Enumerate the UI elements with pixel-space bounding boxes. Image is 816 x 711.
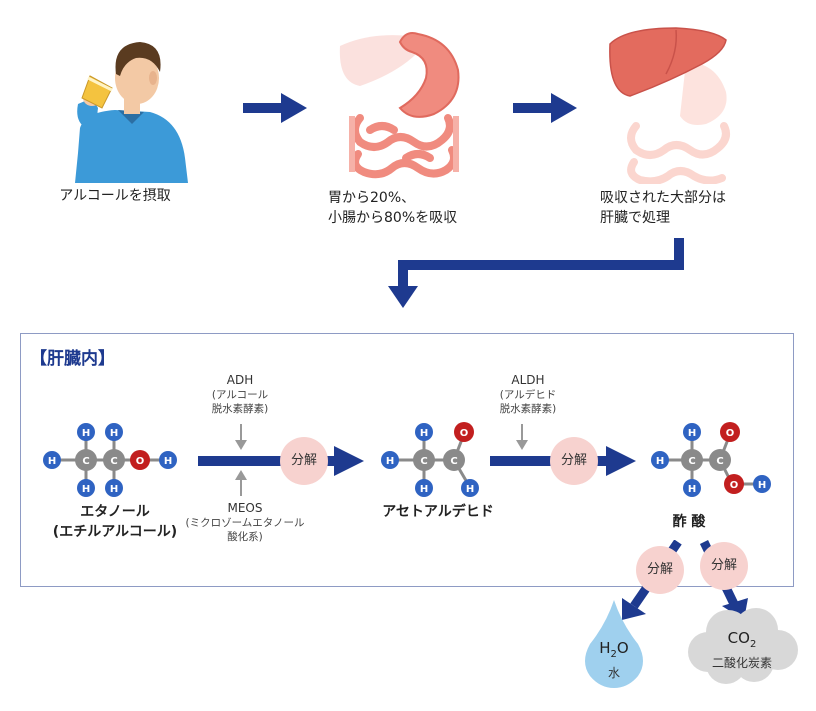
water-formula: H2O	[586, 638, 642, 665]
ethanol-label: エタノール (エチルアルコール)	[30, 502, 200, 542]
water-label: H2O 水	[586, 638, 642, 681]
acetaldehyde-label: アセトアルデヒド	[382, 504, 494, 520]
water-name: 水	[607, 666, 620, 680]
svg-text:C: C	[716, 456, 723, 467]
svg-text:H: H	[758, 480, 766, 491]
decompose-label-1: 分解	[290, 453, 317, 468]
svg-text:C: C	[450, 456, 457, 467]
step-drink-label: アルコールを摂取	[59, 188, 171, 204]
step-absorb-label: 胃から20%、 小腸から80%を吸収	[328, 188, 518, 228]
split-arrows	[622, 540, 748, 620]
liver-reaction-panel	[20, 333, 794, 587]
svg-text:H: H	[386, 456, 394, 467]
acetic-acid-label: 酢 酸	[672, 514, 706, 530]
liver-illustration	[609, 27, 730, 184]
ethanol-name: エタノール	[80, 504, 150, 520]
svg-text:C: C	[420, 456, 427, 467]
svg-text:H: H	[688, 428, 696, 439]
svg-text:H: H	[110, 484, 118, 495]
arrow-down-small-icon	[235, 424, 247, 450]
arrow-right-icon	[513, 93, 577, 123]
svg-text:O: O	[136, 456, 145, 467]
svg-text:C: C	[688, 456, 695, 467]
svg-text:O: O	[726, 428, 735, 439]
aldh-sub1: (アルデヒド	[499, 389, 557, 401]
water-formula-sub: 2	[610, 649, 617, 660]
ethanol-molecule-diagram: H C C O H H H H H	[43, 423, 177, 497]
co2-name: 二酸化炭素	[711, 656, 772, 670]
acetaldehyde-molecule-diagram: H C C H H O H	[381, 422, 479, 497]
decompose-label-2: 分解	[560, 453, 587, 468]
svg-text:C: C	[110, 456, 117, 467]
svg-text:H: H	[656, 456, 664, 467]
liver-panel-title: 【肝臓内】	[30, 349, 115, 369]
water-formula-o: O	[616, 639, 629, 657]
svg-text:O: O	[460, 428, 469, 439]
meos-enzyme-label: MEOS (ミクロゾームエタノール 酸化系)	[180, 500, 310, 544]
stomach-intestine-illustration	[339, 32, 460, 179]
adh-name: ADH	[226, 373, 254, 387]
step-process-label: 吸収された大部分は 肝臓で処理	[600, 188, 790, 228]
co2-formula-sub: 2	[749, 639, 757, 650]
person-drinking-illustration	[75, 42, 188, 183]
aldh-sub2: 脱水素酵素)	[499, 403, 557, 415]
step-absorb-line1: 胃から20%、	[328, 190, 416, 206]
co2-formula-main: CO	[727, 629, 750, 647]
svg-text:H: H	[164, 456, 172, 467]
meos-sub1: (ミクロゾームエタノール	[185, 517, 305, 529]
meos-name: MEOS	[227, 501, 263, 515]
svg-text:H: H	[82, 484, 90, 495]
step-absorb-line2: 小腸から80%を吸収	[328, 210, 458, 226]
reaction-arrow-1	[198, 437, 364, 485]
aldh-enzyme-label: ALDH (アルデヒド 脱水素酵素)	[468, 372, 588, 416]
meos-sub2: 酸化系)	[227, 531, 263, 543]
water-formula-h: H	[599, 639, 611, 657]
reaction-arrow-2	[490, 437, 636, 485]
ethanol-subname: (エチルアルコール)	[52, 524, 178, 540]
adh-sub2: 脱水素酵素)	[211, 403, 269, 415]
arrow-up-small-icon	[235, 470, 247, 496]
acetic-acid-molecule-diagram: H C C H H O O H	[651, 422, 771, 497]
arrow-down-small-icon	[516, 424, 528, 450]
step-process-line1: 吸収された大部分は	[600, 190, 726, 206]
decompose-label-3: 分解	[646, 562, 673, 577]
svg-text:H: H	[688, 484, 696, 495]
water-drop-icon	[585, 600, 643, 688]
svg-text:C: C	[82, 456, 89, 467]
adh-enzyme-label: ADH (アルコール 脱水素酵素)	[180, 372, 300, 416]
svg-text:H: H	[420, 484, 428, 495]
adh-sub1: (アルコール	[211, 389, 269, 401]
co2-cloud-icon	[688, 608, 798, 684]
decompose-label-4: 分解	[710, 558, 737, 573]
svg-text:O: O	[730, 480, 739, 491]
step-process-line2: 肝臓で処理	[600, 210, 670, 226]
svg-text:H: H	[48, 456, 56, 467]
svg-text:H: H	[466, 484, 474, 495]
aldh-name: ALDH	[511, 373, 545, 387]
arrow-right-icon	[243, 93, 307, 123]
svg-text:H: H	[110, 428, 118, 439]
co2-label: CO2 二酸化炭素	[684, 628, 800, 671]
arrow-down-connector-icon	[388, 238, 684, 308]
svg-text:H: H	[420, 428, 428, 439]
co2-formula: CO2	[684, 628, 800, 655]
svg-text:H: H	[82, 428, 90, 439]
